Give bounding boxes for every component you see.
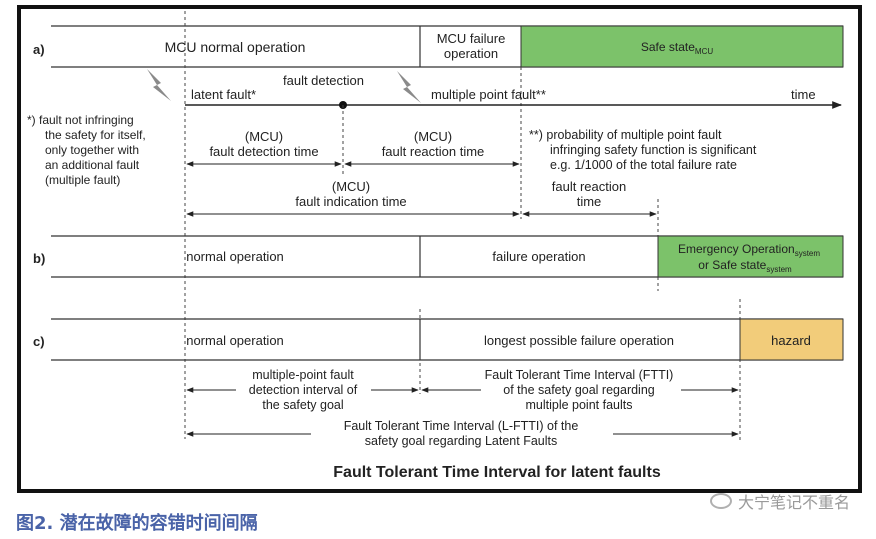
fault-detection-label: fault detection — [283, 73, 364, 88]
svg-text:detection interval of: detection interval of — [249, 383, 358, 397]
svg-text:multiple point faults: multiple point faults — [525, 398, 632, 412]
svg-text:fault reaction time: fault reaction time — [382, 144, 485, 159]
svg-text:e.g. 1/1000 of the total failu: e.g. 1/1000 of the total failure rate — [550, 158, 737, 172]
latent-fault-label: latent fault* — [191, 87, 256, 102]
row-b-normal-operation: normal operation — [186, 249, 284, 264]
row-b-label: b) — [33, 251, 45, 266]
svg-text:the safety for itself,: the safety for itself, — [45, 128, 146, 142]
mpf-detection-interval: multiple-point fault detection interval … — [186, 368, 419, 412]
lftti-interval: Fault Tolerant Time Interval (L-FTTI) of… — [186, 419, 739, 448]
svg-text:safety goal regarding Latent F: safety goal regarding Latent Faults — [365, 434, 557, 448]
ftti-interval: Fault Tolerant Time Interval (FTTI) of t… — [421, 368, 739, 412]
row-b-failure-operation: failure operation — [492, 249, 585, 264]
mcu-normal-operation: MCU normal operation — [165, 39, 306, 55]
hazard-block — [739, 318, 844, 361]
safe-state-mcu: Safe stateMCU — [641, 40, 713, 56]
watermark-text: 大宁笔记不重名 — [737, 493, 850, 512]
mcu-fault-indication-time: (MCU) fault indication time — [186, 179, 520, 217]
fault-tolerant-time-diagram: a) MCU normal operation MCU failure oper… — [27, 11, 844, 481]
svg-text:fault detection time: fault detection time — [209, 144, 318, 159]
svg-text:Fault Tolerant Time Interval (: Fault Tolerant Time Interval (FTTI) — [485, 368, 674, 382]
svg-text:time: time — [577, 194, 602, 209]
latent-fault-note: *) fault not infringing the safety for i… — [27, 113, 146, 187]
time-label: time — [791, 87, 816, 102]
hazard-label: hazard — [771, 333, 811, 348]
system-fault-reaction-time: fault reaction time — [522, 179, 657, 217]
svg-text:the safety goal: the safety goal — [262, 398, 343, 412]
svg-text:(MCU): (MCU) — [245, 129, 283, 144]
svg-text:(MCU): (MCU) — [332, 179, 370, 194]
svg-text:**) probability of multiple po: **) probability of multiple point fault — [529, 128, 722, 142]
row-a-label: a) — [33, 42, 45, 57]
mcu-fault-detection-time: (MCU) fault detection time — [186, 129, 342, 167]
svg-text:fault indication time: fault indication time — [295, 194, 406, 209]
svg-text:infringing safety function is: infringing safety function is significan… — [550, 143, 757, 157]
safe-state-block — [520, 25, 844, 68]
svg-text:multiple-point fault: multiple-point fault — [252, 368, 354, 382]
figure-caption: 图2. 潜在故障的容错时间间隔 — [16, 513, 258, 534]
diagram-frame: a) MCU normal operation MCU failure oper… — [17, 5, 862, 493]
mcu-fault-reaction-time: (MCU) fault reaction time — [344, 129, 520, 167]
svg-text:fault reaction: fault reaction — [552, 179, 626, 194]
mcu-failure-line1: MCU failure — [437, 31, 506, 46]
diagram-title: Fault Tolerant Time Interval for latent … — [333, 464, 661, 481]
watermark: 大宁笔记不重名 — [709, 489, 850, 513]
svg-text:(multiple fault): (multiple fault) — [45, 173, 120, 187]
lightning-latent-icon — [147, 69, 171, 101]
row-c-normal-operation: normal operation — [186, 333, 284, 348]
multiple-point-fault-label: multiple point fault** — [431, 87, 546, 102]
emergency-operation-system: Emergency Operationsystem — [678, 242, 820, 258]
lightning-multiple-icon — [397, 71, 421, 103]
safe-state-system: or Safe statesystem — [698, 258, 792, 274]
svg-text:of the safety goal regarding: of the safety goal regarding — [503, 383, 655, 397]
emergency-operation-block — [657, 235, 844, 278]
svg-text:an additional fault: an additional fault — [45, 158, 140, 172]
longest-failure-operation: longest possible failure operation — [484, 333, 674, 348]
row-c-label: c) — [33, 334, 45, 349]
svg-text:(MCU): (MCU) — [414, 129, 452, 144]
caption-bar: 图2. 潜在故障的容错时间间隔 大宁笔记不重名 — [8, 493, 868, 537]
wechat-icon — [709, 493, 732, 509]
svg-text:Fault Tolerant Time Interval (: Fault Tolerant Time Interval (L-FTTI) of… — [344, 419, 579, 433]
mcu-failure-line2: operation — [444, 46, 498, 61]
svg-text:*) fault not infringing: *) fault not infringing — [27, 113, 134, 127]
multiple-point-fault-note: **) probability of multiple point fault … — [529, 128, 757, 172]
svg-text:only together with: only together with — [45, 143, 139, 157]
